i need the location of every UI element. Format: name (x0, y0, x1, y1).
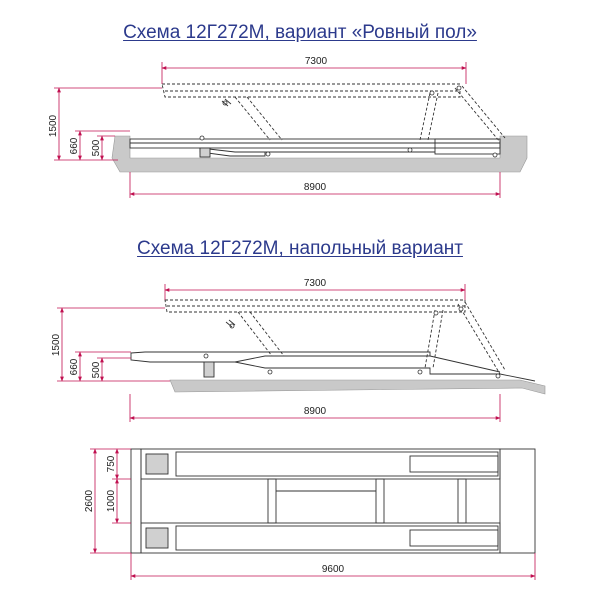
dim-500-flat: 500 (91, 139, 102, 156)
dim-660-floor: 660 (69, 358, 80, 375)
ground-block (111, 135, 528, 173)
dim-8900-flat: 8900 (304, 182, 327, 193)
dim-1000: 1000 (106, 489, 117, 512)
flat-floor-scheme: 7300 8900 1500 660 500 (48, 56, 528, 198)
title-floor-mounted-variant: Схема 12Г272М, напольный вариант (137, 238, 463, 259)
dim-750: 750 (106, 455, 117, 472)
ground-slab (169, 379, 546, 395)
lowered-platform (129, 138, 501, 149)
dim-7300-flat: 7300 (305, 56, 328, 67)
plan-view-scheme: 2600 750 1000 9600 (84, 448, 536, 580)
raised-platform (161, 83, 461, 98)
dim-2600: 2600 (84, 489, 95, 512)
dim-7300-floor: 7300 (304, 278, 327, 289)
dim-500-floor: 500 (91, 361, 102, 378)
dim-9600: 9600 (322, 564, 345, 575)
lowered-platform-floor (130, 351, 431, 363)
dim-660-flat: 660 (69, 137, 80, 154)
raised-platform-floor (164, 299, 466, 313)
title-flat-floor-variant: Схема 12Г272М, вариант «Ровный пол» (123, 22, 477, 43)
rear-block (434, 138, 501, 155)
dim-1500-flat: 1500 (48, 114, 59, 137)
dim-8900-floor: 8900 (304, 406, 327, 417)
plan-bottom-track (140, 522, 501, 554)
floor-mounted-scheme: 7300 8900 1500 660 500 (51, 278, 546, 422)
plan-top-track (140, 448, 501, 480)
dim-1500-floor: 1500 (51, 333, 62, 356)
